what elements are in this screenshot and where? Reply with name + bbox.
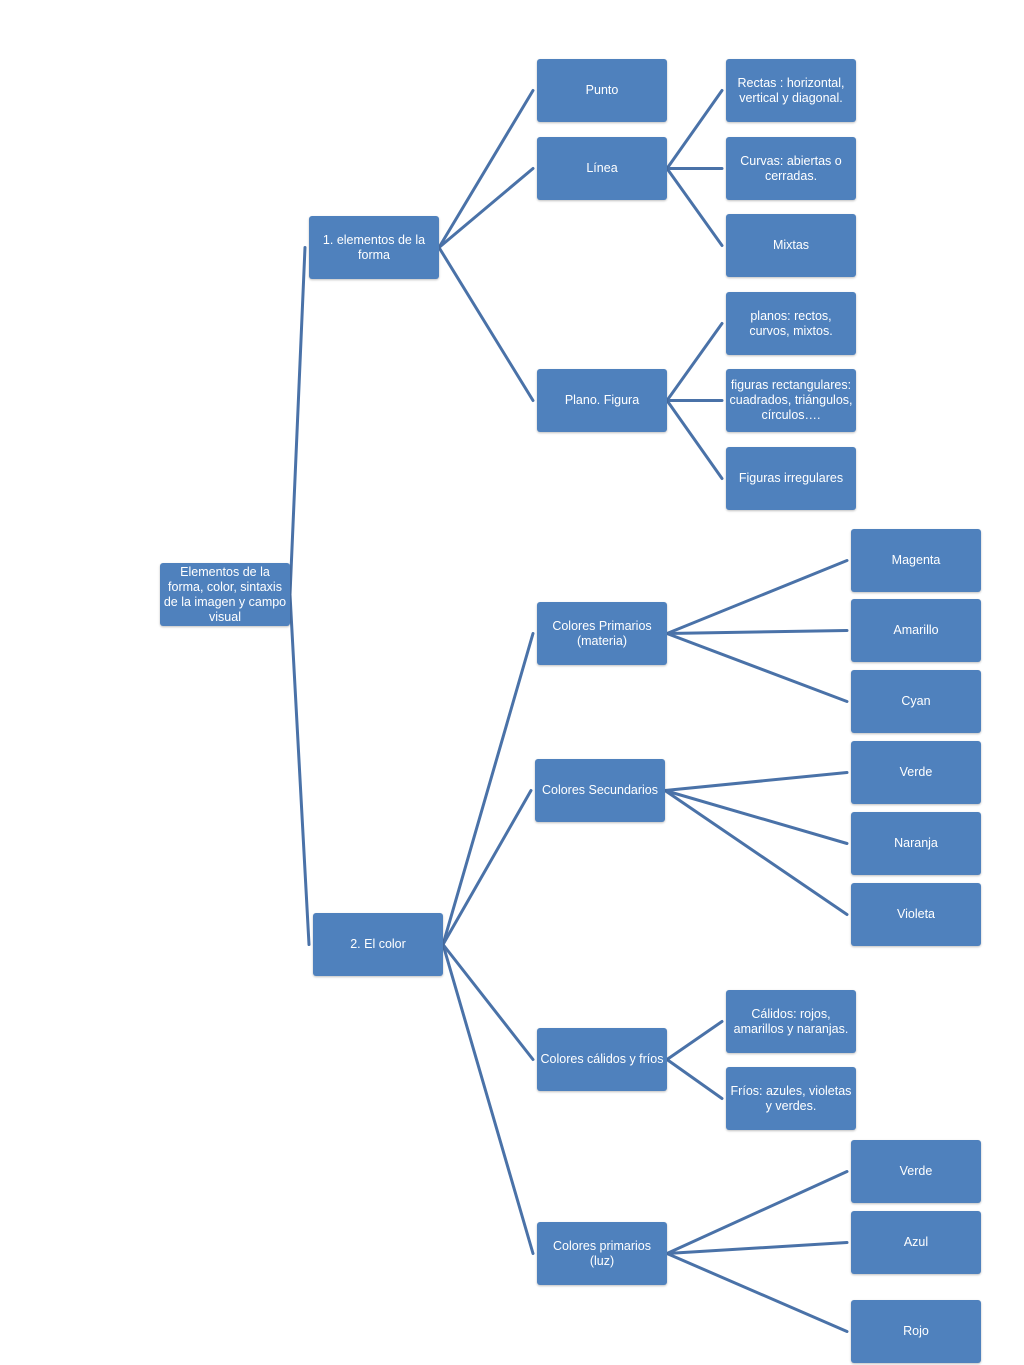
node-verde-secundario-label: Verde <box>899 765 933 779</box>
connector-color-cprim <box>441 632 535 946</box>
connector-cluz-verde2 <box>665 1170 849 1255</box>
node-cyan: Cyan <box>851 670 981 733</box>
node-rojo: Rojo <box>851 1300 981 1363</box>
node-mixtas: Mixtas <box>726 214 856 277</box>
node-mixtas-label: Mixtas <box>772 238 810 252</box>
node-verde-secundario: Verde <box>851 741 981 804</box>
node-figuras-irregulares: Figuras irregulares <box>726 447 856 510</box>
node-rectas: Rectas : horizontal, vertical y diagonal… <box>726 59 856 122</box>
node-frios: Fríos: azules, violetas y verdes. <box>726 1067 856 1130</box>
node-colores-primarios-materia-label: Colores Primarios (materia) <box>552 618 652 648</box>
node-linea-label: Línea <box>586 161 618 175</box>
connector-linea-mixtas <box>665 167 724 247</box>
node-colores-calidos-frios: Colores cálidos y fríos <box>537 1028 667 1091</box>
node-planos-label: planos: rectos, curvos, mixtos. <box>749 308 833 338</box>
connector-color-csec <box>441 789 533 946</box>
node-planos: planos: rectos, curvos, mixtos. <box>726 292 856 355</box>
node-plano-figura: Plano. Figura <box>537 369 667 432</box>
node-verde-luz-label: Verde <box>899 1164 933 1178</box>
node-colores-secundarios-label: Colores Secundarios <box>541 783 659 797</box>
node-colores-secundarios: Colores Secundarios <box>535 759 665 822</box>
node-elementos-forma: 1. elementos de la forma <box>309 216 439 279</box>
node-colores-primarios-materia: Colores Primarios (materia) <box>537 602 667 665</box>
node-amarillo: Amarillo <box>851 599 981 662</box>
connector-color-ccal <box>441 943 535 1061</box>
node-curvas: Curvas: abiertas o cerradas. <box>726 137 856 200</box>
connector-csec-verde1 <box>663 771 849 792</box>
node-punto-label: Punto <box>585 83 619 97</box>
node-naranja: Naranja <box>851 812 981 875</box>
connector-color-cluz <box>441 943 535 1255</box>
connector-cprim-amarillo <box>665 629 849 635</box>
connector-ccal-frios <box>665 1058 724 1100</box>
node-el-color-label: 2. El color <box>350 937 406 951</box>
connector-forma-linea <box>437 167 535 249</box>
node-curvas-label: Curvas: abiertas o cerradas. <box>740 153 842 183</box>
node-verde-luz: Verde <box>851 1140 981 1203</box>
node-rectas-label: Rectas : horizontal, vertical y diagonal… <box>737 75 845 105</box>
node-magenta: Magenta <box>851 529 981 592</box>
node-elementos-forma-label: 1. elementos de la forma <box>322 232 426 262</box>
node-figuras-rectangulares: figuras rectangulares: cuadrados, triáng… <box>726 369 856 432</box>
connector-ccal-calidos <box>665 1020 724 1061</box>
node-colores-calidos-frios-label: Colores cálidos y fríos <box>540 1052 664 1066</box>
node-azul: Azul <box>851 1211 981 1274</box>
node-frios-label: Fríos: azules, violetas y verdes. <box>730 1083 852 1113</box>
node-azul-label: Azul <box>903 1235 929 1249</box>
node-rojo-label: Rojo <box>903 1324 929 1338</box>
connector-plano-figirr <box>665 399 724 480</box>
node-colores-primarios-luz-label: Colores primarios (luz) <box>553 1238 651 1268</box>
node-figuras-irregulares-label: Figuras irregulares <box>738 471 844 485</box>
connector-root-forma <box>288 246 307 596</box>
node-violeta: Violeta <box>851 883 981 946</box>
connector-root-color <box>288 593 311 946</box>
connector-cprim-cyan <box>665 632 849 703</box>
node-naranja-label: Naranja <box>894 836 938 850</box>
connector-linea-rectas <box>665 89 724 170</box>
node-cyan-label: Cyan <box>901 694 931 708</box>
node-colores-primarios-luz: Colores primarios (luz) <box>537 1222 667 1285</box>
node-punto: Punto <box>537 59 667 122</box>
node-magenta-label: Magenta <box>891 553 941 567</box>
connector-cluz-azul <box>665 1241 849 1255</box>
node-el-color: 2. El color <box>313 913 443 976</box>
node-calidos: Cálidos: rojos, amarillos y naranjas. <box>726 990 856 1053</box>
node-figuras-rectangulares-label: figuras rectangulares: cuadrados, triáng… <box>729 378 853 422</box>
node-linea: Línea <box>537 137 667 200</box>
connector-csec-naranja <box>663 789 849 845</box>
connector-csec-violeta <box>663 789 849 916</box>
connector-cluz-rojo <box>665 1252 849 1333</box>
connector-forma-punto <box>437 89 535 249</box>
connector-plano-planos <box>665 322 724 402</box>
node-plano-figura-label: Plano. Figura <box>564 393 640 407</box>
connector-cprim-magenta <box>665 559 849 635</box>
node-amarillo-label: Amarillo <box>893 623 939 637</box>
node-root: Elementos de la forma, color, sintaxis d… <box>160 563 290 626</box>
node-root-label: Elementos de la forma, color, sintaxis d… <box>163 564 287 624</box>
node-violeta-label: Violeta <box>897 907 935 921</box>
node-calidos-label: Cálidos: rojos, amarillos y naranjas. <box>733 1006 849 1036</box>
connector-forma-plano <box>437 246 535 402</box>
